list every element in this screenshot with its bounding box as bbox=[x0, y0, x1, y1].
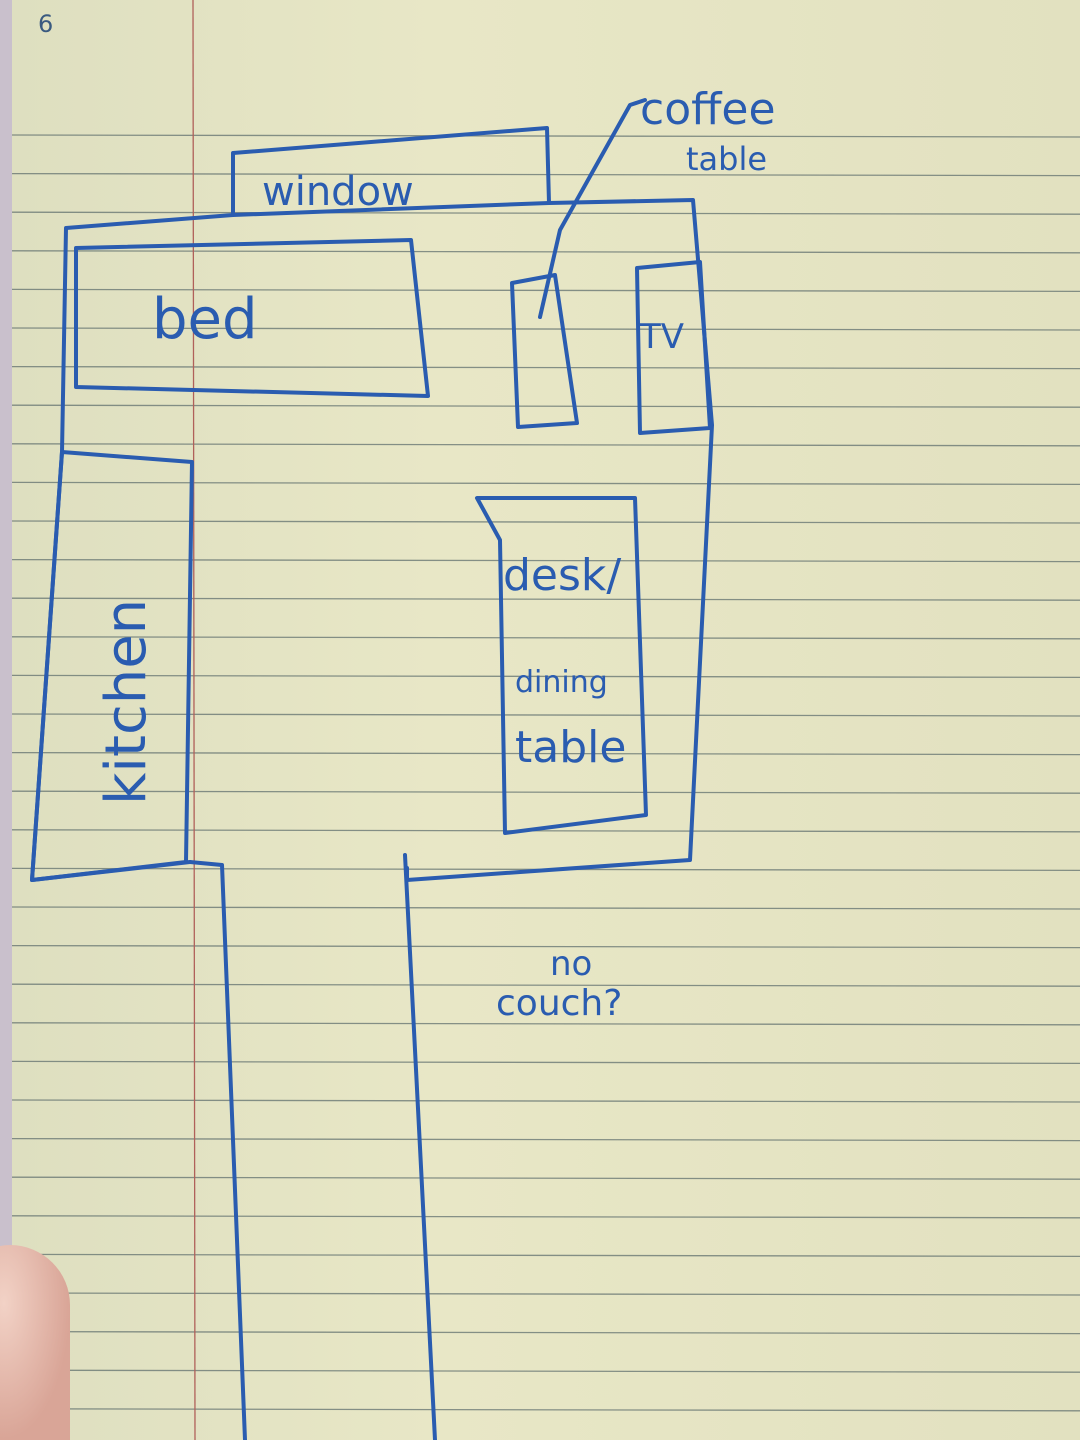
rule-line bbox=[11, 906, 1080, 910]
coffee-table-label-2: table bbox=[686, 140, 767, 178]
margin-line bbox=[192, 0, 196, 1440]
desk-label: desk/ bbox=[503, 550, 621, 601]
note-couch: couch? bbox=[496, 983, 622, 1024]
bed-label: bed bbox=[152, 287, 258, 352]
rule-line bbox=[11, 944, 1080, 949]
page-number: 6 bbox=[38, 10, 53, 38]
rule-line bbox=[11, 751, 1080, 756]
desk-dining-table-outline bbox=[475, 496, 648, 835]
dining-label: dining bbox=[515, 665, 608, 700]
rule-line bbox=[11, 327, 1080, 331]
kitchen-outline bbox=[30, 450, 194, 882]
note-no: no bbox=[550, 944, 592, 984]
hallway-left-wall bbox=[188, 860, 247, 1440]
rule-line bbox=[11, 250, 1080, 254]
rule-line bbox=[11, 404, 1080, 408]
rule-line bbox=[11, 1022, 1080, 1026]
rule-line bbox=[11, 1215, 1080, 1219]
coffee-table-label: coffee bbox=[640, 84, 776, 135]
coffee-table-outline bbox=[510, 273, 579, 429]
window-outline bbox=[231, 126, 551, 217]
hallway-right-wall bbox=[403, 853, 437, 1440]
rule-line bbox=[11, 1408, 1080, 1412]
bed-outline bbox=[74, 238, 430, 398]
rule-line bbox=[11, 790, 1080, 794]
rule-line bbox=[11, 172, 1080, 177]
rule-line bbox=[11, 1060, 1080, 1065]
rule-line bbox=[11, 1330, 1080, 1335]
rule-line bbox=[11, 1176, 1080, 1180]
kitchen-label: kitchen bbox=[94, 599, 159, 805]
rule-line bbox=[11, 1369, 1080, 1373]
paper-edge bbox=[0, 0, 12, 1440]
coffee-table-pointer bbox=[538, 98, 647, 319]
rule-line bbox=[11, 1253, 1080, 1258]
rule-line bbox=[11, 211, 1080, 215]
rule-line bbox=[11, 1099, 1080, 1103]
tv-outline bbox=[635, 260, 712, 435]
rule-line bbox=[11, 365, 1080, 370]
thumb bbox=[0, 1245, 70, 1440]
rule-line bbox=[11, 1137, 1080, 1142]
rule-line bbox=[11, 829, 1080, 833]
table-label: table bbox=[515, 722, 626, 773]
rule-line bbox=[11, 983, 1080, 987]
rule-line bbox=[11, 1292, 1080, 1296]
rule-line bbox=[11, 443, 1080, 447]
tv-label: TV bbox=[639, 317, 684, 357]
